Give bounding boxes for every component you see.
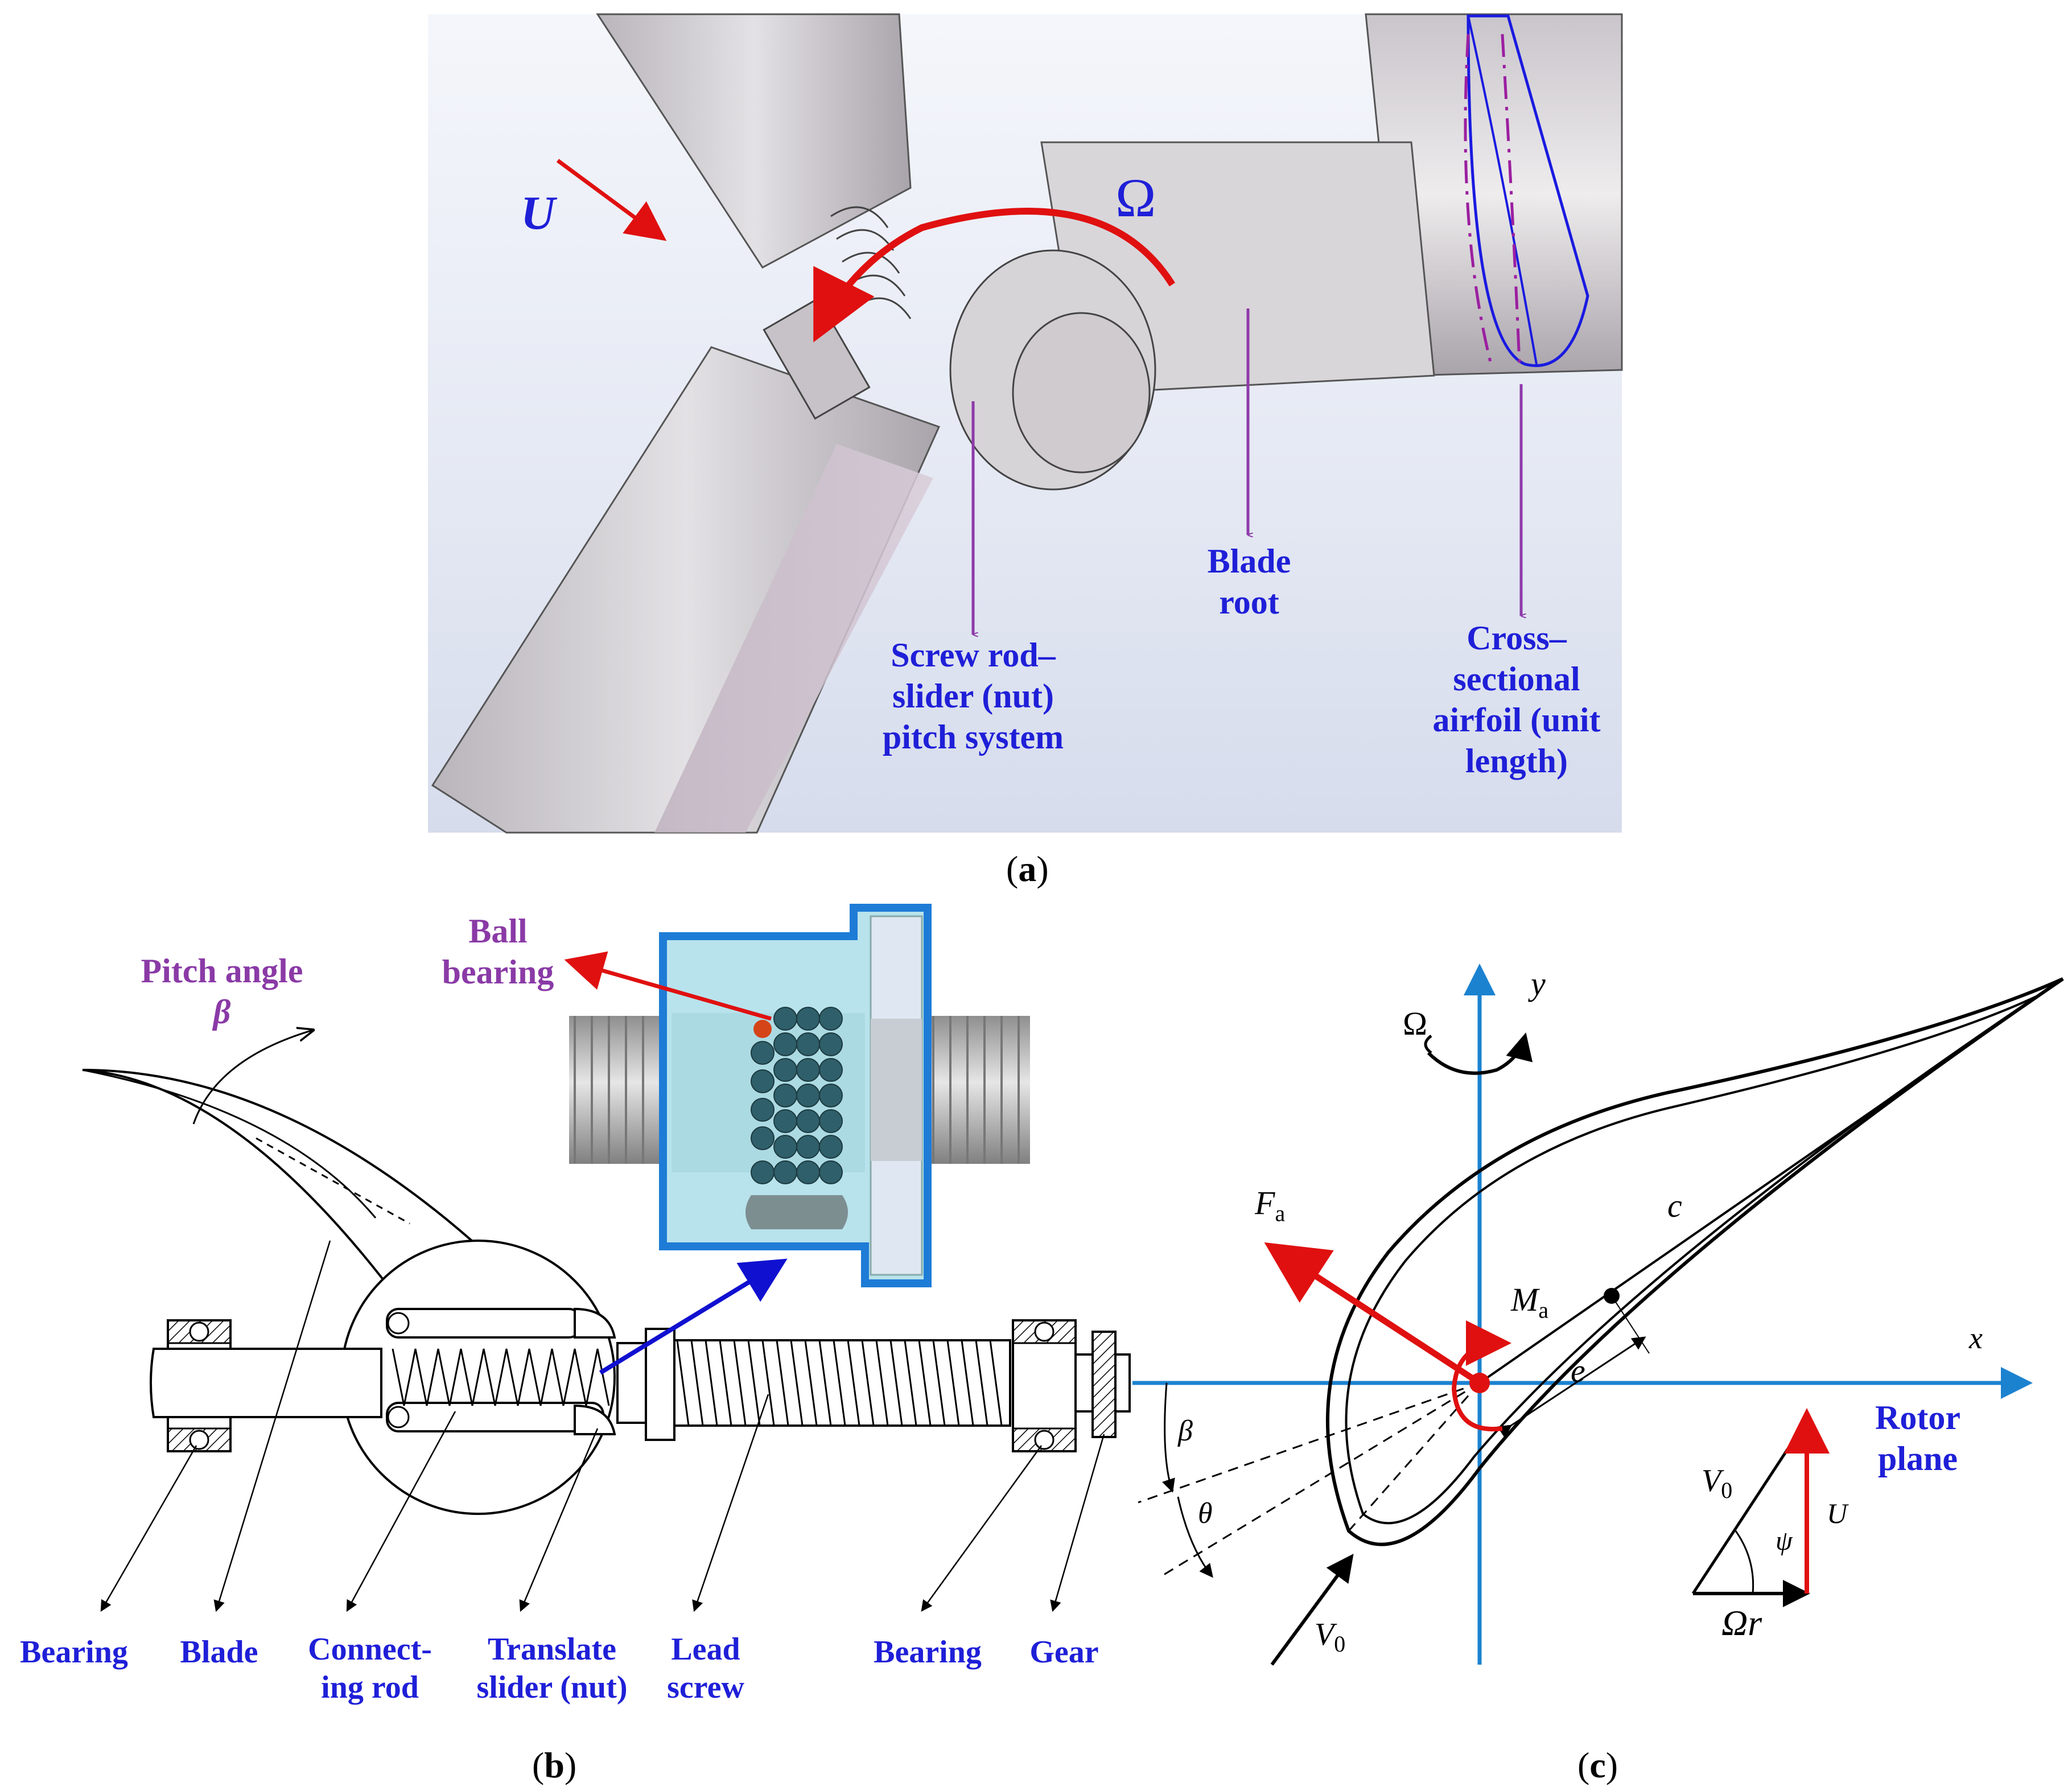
screw-system-label: Screw rod– slider (nut) pitch system bbox=[842, 635, 1104, 757]
rotor-plane-label: Rotor plane bbox=[1849, 1397, 1986, 1479]
lead-screw-label: Lead screw bbox=[649, 1631, 763, 1707]
u-label: U bbox=[1827, 1497, 1848, 1529]
blade-root-label: Blade root bbox=[1172, 541, 1326, 623]
pitch-angle-symbol: β bbox=[213, 993, 231, 1031]
pitch-angle-text: Pitch angle bbox=[141, 952, 303, 990]
airfoil-line-1: Cross– bbox=[1467, 619, 1567, 657]
beta-label: β bbox=[1178, 1415, 1193, 1447]
translate-slider-line-2: slider (nut) bbox=[476, 1670, 628, 1706]
blade-label: Blade bbox=[180, 1634, 258, 1670]
rotation-symbol: Ω bbox=[1115, 167, 1156, 228]
caption-a: (a) bbox=[1006, 849, 1049, 889]
omega-label: Ω bbox=[1403, 1005, 1428, 1042]
v0-triangle-main: V bbox=[1702, 1463, 1721, 1498]
ma-main: M bbox=[1511, 1281, 1539, 1318]
airfoil-line-4: length) bbox=[1465, 742, 1568, 780]
omega-r-label: Ωr bbox=[1721, 1603, 1762, 1643]
blade-root-line-1: Blade bbox=[1207, 542, 1291, 580]
theta-label: θ bbox=[1198, 1497, 1213, 1530]
rotor-plane-line-2: plane bbox=[1877, 1440, 1958, 1477]
connecting-rod-line-2: ing rod bbox=[321, 1670, 419, 1706]
panel-c-drawing bbox=[1132, 964, 2064, 1666]
lead-screw-line-1: Lead bbox=[671, 1632, 740, 1667]
v0-label-lower: V0 bbox=[1315, 1616, 1345, 1657]
ma-sub: a bbox=[1538, 1297, 1549, 1323]
airfoil-line-3: airfoil (unit bbox=[1432, 701, 1601, 739]
screw-system-line-1: Screw rod– bbox=[891, 636, 1056, 674]
rotor-plane-line-1: Rotor bbox=[1875, 1399, 1960, 1436]
airfoil-label: Cross– sectional airfoil (unit length) bbox=[1394, 617, 1639, 781]
x-axis-label: x bbox=[1969, 1321, 1983, 1355]
screw-system-line-2: slider (nut) bbox=[892, 677, 1054, 715]
caption-c: (c) bbox=[1577, 1745, 1618, 1785]
lead-screw-line-2: screw bbox=[667, 1670, 744, 1706]
panel-b-drawing bbox=[82, 1030, 1131, 1612]
fa-label: Fa bbox=[1255, 1184, 1285, 1227]
v0-label-triangle: V0 bbox=[1702, 1463, 1732, 1504]
wind-speed-symbol: U bbox=[521, 187, 555, 240]
airfoil-line-2: sectional bbox=[1453, 660, 1580, 698]
translate-slider-label: Translate slider (nut) bbox=[455, 1631, 649, 1707]
fa-main: F bbox=[1255, 1184, 1275, 1221]
panel-a-render bbox=[428, 13, 1623, 834]
gear-label: Gear bbox=[1029, 1634, 1099, 1670]
bearing-left-label: Bearing bbox=[20, 1634, 128, 1670]
fa-sub: a bbox=[1275, 1200, 1286, 1226]
blade-root-line-2: root bbox=[1219, 583, 1279, 621]
pitch-angle-label: Pitch angle β bbox=[108, 950, 336, 1032]
caption-b-letter: b bbox=[544, 1745, 565, 1785]
chord-c-label: c bbox=[1667, 1187, 1682, 1224]
psi-label: ψ bbox=[1776, 1526, 1793, 1556]
connecting-rod-line-1: Connect- bbox=[308, 1632, 432, 1667]
connecting-rod-label: Connect- ing rod bbox=[285, 1631, 455, 1707]
translate-slider-line-1: Translate bbox=[487, 1632, 617, 1667]
v0-lower-main: V bbox=[1315, 1617, 1334, 1652]
v0-lower-sub: 0 bbox=[1334, 1631, 1346, 1657]
bearing-right-label: Bearing bbox=[874, 1634, 982, 1670]
caption-a-letter: a bbox=[1018, 849, 1037, 889]
y-axis-label: y bbox=[1531, 965, 1546, 1002]
v0-triangle-sub: 0 bbox=[1721, 1477, 1733, 1504]
screw-system-line-3: pitch system bbox=[882, 718, 1064, 756]
ma-label: Ma bbox=[1511, 1281, 1548, 1324]
e-label: e bbox=[1571, 1352, 1585, 1389]
caption-c-letter: c bbox=[1589, 1745, 1606, 1785]
ball-bearing-label: Ball bearing bbox=[415, 911, 580, 993]
ball-bearing-inset bbox=[564, 904, 1030, 1375]
ball-bearing-line-2: bearing bbox=[442, 953, 554, 991]
caption-b: (b) bbox=[532, 1745, 577, 1785]
ball-bearing-line-1: Ball bbox=[468, 912, 528, 950]
